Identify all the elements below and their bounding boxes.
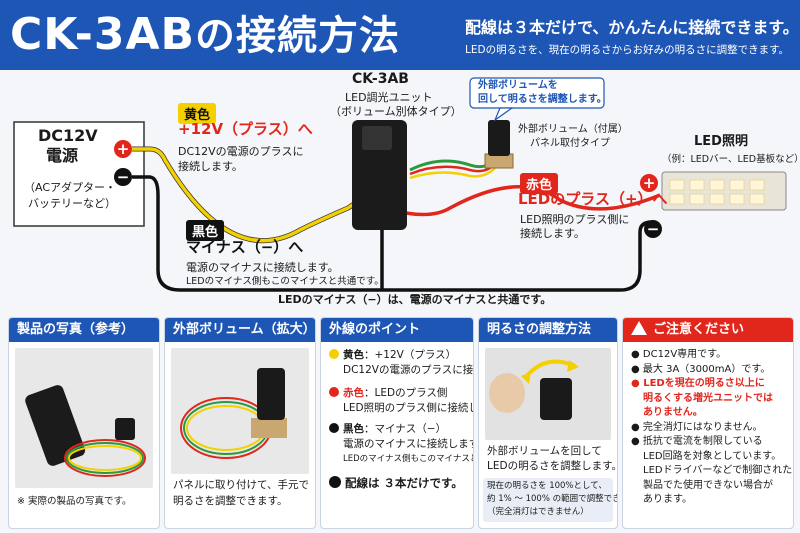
product-photo — [15, 348, 153, 488]
volume-body — [484, 153, 514, 169]
wire-point-black: 黒色：マイナス（−） 電源のマイナスに接続します。 LEDのマイナス側もこのマイ… — [329, 422, 473, 467]
wire-point-summary: 配線は ３本だけです。 — [329, 476, 463, 491]
panel-caution: ご注意ください ● DC12V専用です。 ● 最大 3A（3000mA）です。 … — [622, 317, 794, 529]
warning-icon — [631, 321, 647, 335]
header-subtitle: 配線は３本だけで、かんたんに接続できます。 — [465, 18, 799, 37]
black-tag: 黒色 — [186, 220, 225, 241]
common-note: LEDのマイナス（−）は、電源のマイナスと共通です。 — [278, 293, 552, 306]
led-plus-icon: + — [640, 174, 658, 192]
product-photo-note: ※ 実際の製品の写真です。 — [17, 496, 132, 507]
led-minus-icon: − — [644, 220, 662, 238]
red-desc2: 接続します。 — [520, 227, 585, 240]
yellow-desc2: 接続します。 — [178, 160, 243, 173]
volume-knob — [488, 120, 510, 156]
callout-l2: 回して明るさを調整します。 — [478, 94, 607, 105]
caution-item: ● DC12V専用です。 — [631, 349, 727, 360]
page-title: CK-3ABの接続方法 — [10, 9, 401, 60]
brightness-desc2: LEDの明るさを調整します。 — [487, 460, 618, 472]
unit-label-area — [362, 126, 392, 150]
volume-l2: パネル取付タイプ — [530, 138, 610, 149]
panel-wire-points: 外線のポイント 黄色：+12V（プラス） DC12Vの電源のプラスに接続します。… — [320, 317, 474, 529]
brightness-photo — [485, 348, 611, 440]
led-note: （例：LEDバー、LED基板など） — [662, 154, 800, 165]
unit-name: CK-3AB — [352, 71, 409, 87]
yellow-dot-icon — [329, 349, 339, 359]
panel-brightness-head: 明るさの調整方法 — [479, 318, 617, 342]
power-note1: （ACアダプター・ — [24, 181, 117, 194]
volume-desc1: パネルに取り付けて、手元で — [173, 479, 309, 491]
caution-item: ● 抵抗で電流を制限している — [631, 436, 763, 447]
power-note2: バッテリーなど） — [28, 197, 116, 210]
panel-wire-points-head: 外線のポイント — [321, 318, 473, 342]
black-desc2: LEDのマイナス側もこのマイナスと共通です。 — [186, 276, 384, 287]
yellow-volume-wire — [409, 167, 496, 180]
led-title: LED照明 — [694, 134, 748, 149]
brightness-desc1: 外部ボリュームを回して — [487, 445, 602, 457]
yellow-desc1: DC12Vの電源のプラスに — [178, 145, 304, 158]
red-head: LEDのプラス（+）へ — [518, 190, 668, 208]
volume-desc2: 明るさを調整できます。 — [173, 495, 288, 507]
callout-box — [469, 77, 605, 109]
panel-caution-head: ご注意ください — [623, 318, 793, 342]
green-volume-wire — [409, 158, 497, 172]
unit-desc1: LED調光ユニット — [345, 91, 433, 104]
brightness-note-box: 現在の明るさを 100%として、 約 1% ～ 100% の範囲で調整できます。… — [483, 478, 617, 522]
summary-dot-icon — [329, 476, 341, 488]
header-banner — [0, 0, 800, 70]
black-wire — [132, 175, 653, 292]
black-desc1: 電源のマイナスに接続します。 — [186, 261, 339, 274]
panel-product-photo-head: 製品の写真（参考） — [9, 318, 159, 342]
red-tag: 赤色 — [520, 173, 559, 194]
unit-desc2: （ボリューム別体タイプ） — [330, 105, 462, 118]
yellow-tag: 黄色 — [178, 103, 217, 124]
black-dot-icon — [329, 423, 339, 433]
volume-l1: 外部ボリューム（付属） — [518, 124, 628, 135]
red-desc1: LED照明のプラス側に — [520, 213, 630, 226]
caution-item: ● 最大 3A（3000mA）です。 — [631, 363, 771, 375]
caution-item: ● 完全消灯にはなりません。 — [631, 421, 763, 433]
wiring-diagram: DC12V 電源 （ACアダプター・ バッテリーなど） + − 黄色 +12V（… — [0, 70, 800, 310]
power-title: DC12V — [38, 126, 98, 145]
panel-product-photo: 製品の写真（参考） ※ 実際の製品の写真です。 — [8, 317, 160, 529]
red-volume-wire — [409, 163, 496, 176]
panel-brightness: 明るさの調整方法 外部ボリュームを回して LEDの明るさを調整します。 現在の明… — [478, 317, 618, 529]
panel-volume-zoom-head: 外部ボリューム（拡大） — [165, 318, 315, 342]
caution-item: ● LEDを現在の明るさ以上に — [631, 378, 765, 389]
caution-list: ● DC12V専用です。 ● 最大 3A（3000mA）です。 ● LEDを現在… — [631, 349, 793, 505]
panel-volume-zoom: 外部ボリューム（拡大） パネルに取り付けて、手元で 明るさを調整できます。 — [164, 317, 316, 529]
red-dot-icon — [329, 387, 339, 397]
power-plus-icon: + — [114, 140, 132, 158]
volume-photo — [171, 348, 309, 474]
power-minus-icon: − — [114, 168, 132, 186]
black-head: マイナス（−）へ — [186, 238, 304, 256]
power-title2: 電源 — [46, 146, 79, 165]
yellow-head: +12V（プラス）へ — [178, 120, 313, 138]
header-description: LEDの明るさを、現在の明るさからお好みの明るさに調整できます。 — [465, 44, 790, 56]
callout-l1: 外部ボリュームを — [478, 80, 558, 91]
yellow-wire — [132, 147, 361, 243]
